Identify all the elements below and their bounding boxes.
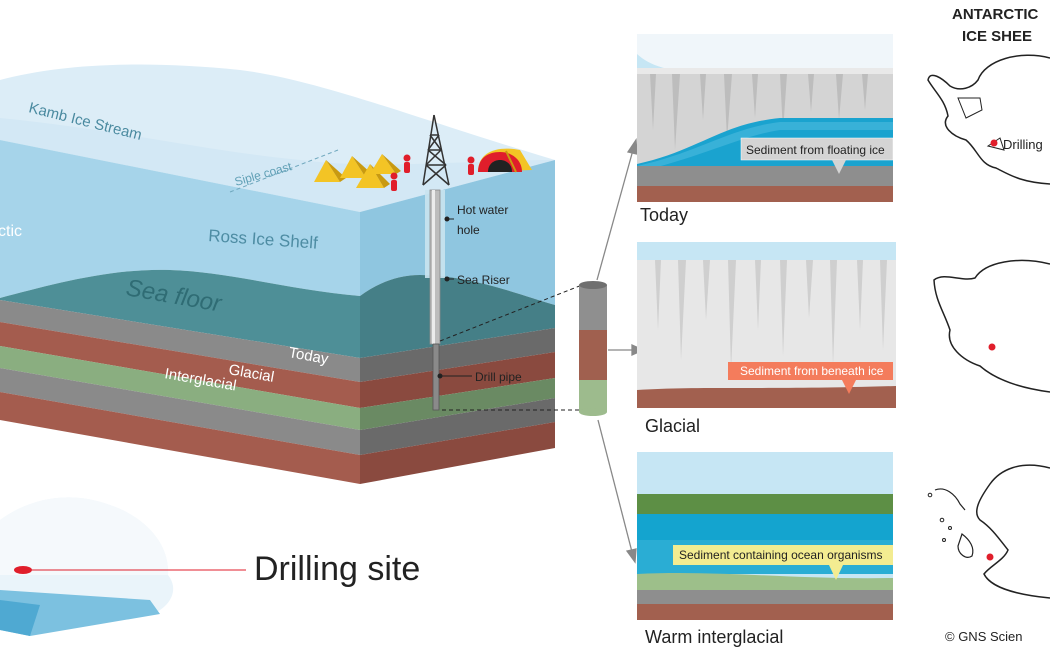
- stratum-interglacial-right: [360, 378, 555, 430]
- stratum-glacial-right: [360, 352, 555, 408]
- maps-title-line1: ANTARCTIC: [952, 6, 1039, 23]
- panel-today: [637, 34, 893, 202]
- panel-glacial-callout-text: Sediment from beneath ice: [740, 364, 884, 378]
- panel-today-caption: Today: [640, 205, 688, 225]
- map-glacial: [933, 259, 1050, 393]
- stratum-gray-left: [0, 368, 360, 455]
- drill-pipe-label: Drill pipe: [475, 370, 522, 384]
- map-drilling-label: Drilling: [1003, 137, 1043, 152]
- siple-coast-line: [229, 149, 339, 193]
- ice-left-face: [0, 140, 360, 298]
- panel-glacial: [637, 242, 896, 408]
- stratum-today-left: [0, 300, 360, 382]
- panel-warm-interglacial-callout-text: Sediment containing ocean organisms: [679, 548, 882, 562]
- block-diagram: Kamb Ice Stream Siple coast ctic Ross Ic…: [0, 64, 555, 484]
- hut-icon: [478, 148, 532, 173]
- stratum-interglacial-left: [0, 346, 360, 430]
- maps-title-line2: ICE SHEE: [962, 28, 1032, 45]
- hot-water-label-line1: Hot water: [457, 203, 508, 217]
- panel-glacial-callout: Sediment from beneath ice: [728, 362, 893, 394]
- stratum-gray-right: [360, 398, 555, 455]
- ice-right-face: [360, 160, 555, 305]
- panel-today-callout: Sediment from floating ice: [740, 137, 894, 174]
- hot-water-label-line2: hole: [457, 223, 480, 237]
- stratum-glacial-left: [0, 322, 360, 408]
- drilling-site-label: Drilling site: [254, 550, 420, 588]
- map-warm-interglacial: [927, 464, 1050, 599]
- today-layer-label: Today: [287, 344, 330, 368]
- panel-warm-interglacial-caption: Warm interglacial: [645, 627, 783, 647]
- stratum-today-right: [360, 328, 555, 382]
- panel-glacial-caption: Glacial: [645, 416, 700, 436]
- people-icons: [390, 154, 475, 191]
- panel-warm-interglacial: [637, 452, 893, 620]
- panel-today-callout-text: Sediment from floating ice: [746, 143, 885, 157]
- stratum-bottom-right: [360, 422, 555, 484]
- sediment-core: [579, 281, 607, 416]
- seafloor-left: [0, 269, 360, 358]
- panel-warm-interglacial-callout: Sediment containing ocean organisms: [673, 545, 893, 580]
- seafloor-right: [360, 275, 555, 358]
- core-projection-top: [439, 284, 583, 342]
- locator-antarctica: [0, 497, 246, 636]
- credit-text: © GNS Scien: [945, 629, 1023, 644]
- antarctic-partial-label: ctic: [0, 223, 22, 240]
- drill-tower-icon: [422, 114, 450, 186]
- sea-riser-label: Sea Riser: [457, 273, 510, 287]
- ice-top-shading: [0, 118, 555, 212]
- stratum-bottom-left: [0, 392, 360, 484]
- camp-tents: [314, 154, 401, 188]
- map-today: Drilling: [927, 54, 1050, 185]
